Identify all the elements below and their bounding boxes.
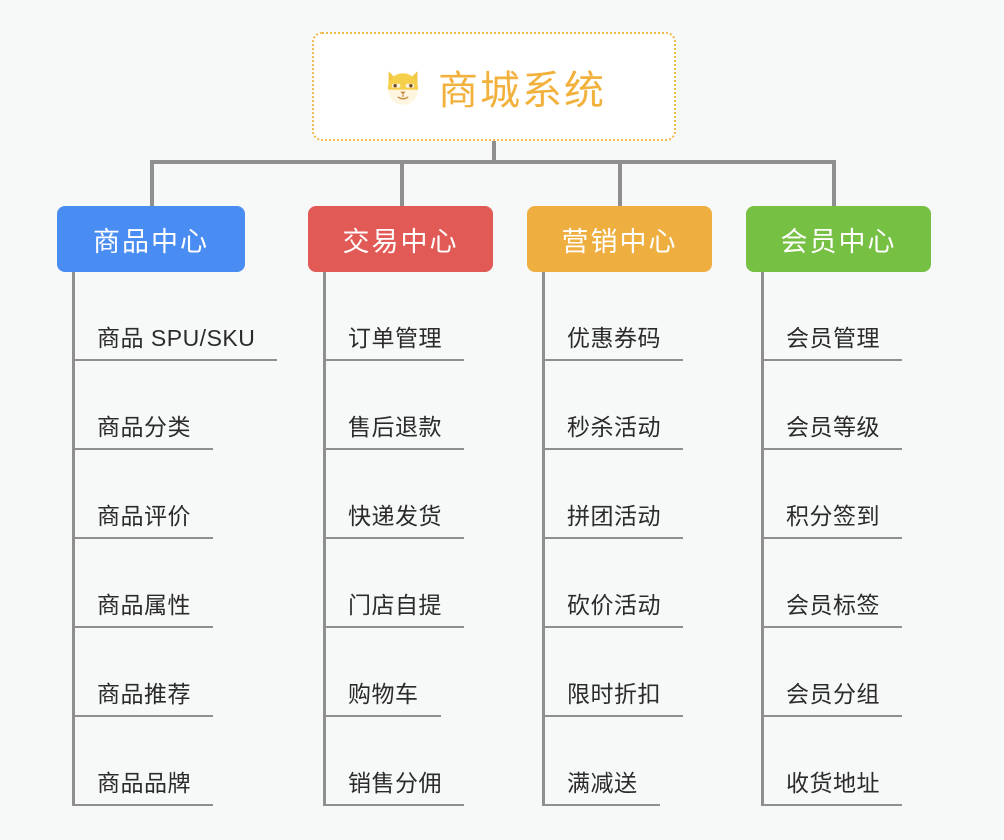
branch-trade-center: 交易中心 订单管理 售后退款 快递发货 门店自提 购物车 销售分佣 <box>308 206 493 806</box>
list-item[interactable]: 收货地址 <box>764 717 931 806</box>
list-item[interactable]: 销售分佣 <box>326 717 493 806</box>
list-item-label: 商品 SPU/SKU <box>75 319 278 361</box>
list-item-label: 商品推荐 <box>75 675 213 717</box>
branch-items-trade-center: 订单管理 售后退款 快递发货 门店自提 购物车 销售分佣 <box>323 272 493 806</box>
branch-items-marketing-center: 优惠券码 秒杀活动 拼团活动 砍价活动 限时折扣 满减送 <box>542 272 712 806</box>
list-item[interactable]: 优惠券码 <box>545 272 712 361</box>
list-item[interactable]: 快递发货 <box>326 450 493 539</box>
list-item-label: 商品品牌 <box>75 764 213 806</box>
list-item[interactable]: 订单管理 <box>326 272 493 361</box>
list-item-label: 收货地址 <box>764 764 902 806</box>
connector-horizontal-bus <box>150 160 836 164</box>
branch-header-trade-center[interactable]: 交易中心 <box>308 206 493 272</box>
branch-header-marketing-center[interactable]: 营销中心 <box>527 206 712 272</box>
list-item[interactable]: 售后退款 <box>326 361 493 450</box>
list-item[interactable]: 门店自提 <box>326 539 493 628</box>
list-item[interactable]: 会员分组 <box>764 628 931 717</box>
list-item-label: 销售分佣 <box>326 764 464 806</box>
root-title: 商城系统 <box>438 68 606 113</box>
list-item-label: 快递发货 <box>326 497 464 539</box>
list-item[interactable]: 会员等级 <box>764 361 931 450</box>
list-item[interactable]: 商品属性 <box>75 539 245 628</box>
list-item[interactable]: 商品 SPU/SKU <box>75 272 278 361</box>
list-item-label: 门店自提 <box>326 586 464 628</box>
list-item-label: 商品评价 <box>75 497 213 539</box>
list-item-label: 会员管理 <box>764 319 902 361</box>
list-item[interactable]: 商品评价 <box>75 450 245 539</box>
connector-drop-product-center <box>150 160 154 206</box>
list-item-label: 订单管理 <box>326 319 464 361</box>
list-item-label: 秒杀活动 <box>545 408 683 450</box>
list-item-label: 商品属性 <box>75 586 213 628</box>
list-item-label: 售后退款 <box>326 408 464 450</box>
branch-marketing-center: 营销中心 优惠券码 秒杀活动 拼团活动 砍价活动 限时折扣 满减送 <box>527 206 712 806</box>
list-item-label: 商品分类 <box>75 408 213 450</box>
list-item[interactable]: 商品分类 <box>75 361 245 450</box>
connector-drop-member-center <box>832 160 836 206</box>
branch-items-member-center: 会员管理 会员等级 积分签到 会员标签 会员分组 收货地址 <box>761 272 931 806</box>
list-item-label: 砍价活动 <box>545 586 683 628</box>
list-item[interactable]: 拼团活动 <box>545 450 712 539</box>
list-item[interactable]: 商品品牌 <box>75 717 245 806</box>
dog-face-icon <box>382 66 424 108</box>
list-item[interactable]: 购物车 <box>326 628 493 717</box>
branch-product-center: 商品中心 商品 SPU/SKU 商品分类 商品评价 商品属性 商品推荐 商品品牌 <box>57 206 278 806</box>
root-node[interactable]: 商城系统 <box>312 32 676 141</box>
branch-items-product-center: 商品 SPU/SKU 商品分类 商品评价 商品属性 商品推荐 商品品牌 <box>72 272 278 806</box>
list-item-label: 限时折扣 <box>545 675 683 717</box>
list-item[interactable]: 积分签到 <box>764 450 931 539</box>
branch-member-center: 会员中心 会员管理 会员等级 积分签到 会员标签 会员分组 收货地址 <box>746 206 931 806</box>
list-item[interactable]: 商品推荐 <box>75 628 245 717</box>
list-item-label: 满减送 <box>545 764 660 806</box>
list-item[interactable]: 满减送 <box>545 717 712 806</box>
list-item-label: 会员等级 <box>764 408 902 450</box>
list-item[interactable]: 会员标签 <box>764 539 931 628</box>
list-item-label: 会员标签 <box>764 586 902 628</box>
list-item[interactable]: 限时折扣 <box>545 628 712 717</box>
connector-drop-marketing-center <box>618 160 622 206</box>
list-item[interactable]: 会员管理 <box>764 272 931 361</box>
connector-drop-trade-center <box>400 160 404 206</box>
list-item-label: 优惠券码 <box>545 319 683 361</box>
branch-header-product-center[interactable]: 商品中心 <box>57 206 245 272</box>
list-item-label: 购物车 <box>326 675 441 717</box>
connector-root-stem <box>492 141 496 162</box>
list-item-label: 积分签到 <box>764 497 902 539</box>
branch-header-member-center[interactable]: 会员中心 <box>746 206 931 272</box>
list-item[interactable]: 秒杀活动 <box>545 361 712 450</box>
list-item-label: 拼团活动 <box>545 497 683 539</box>
list-item-label: 会员分组 <box>764 675 902 717</box>
list-item[interactable]: 砍价活动 <box>545 539 712 628</box>
